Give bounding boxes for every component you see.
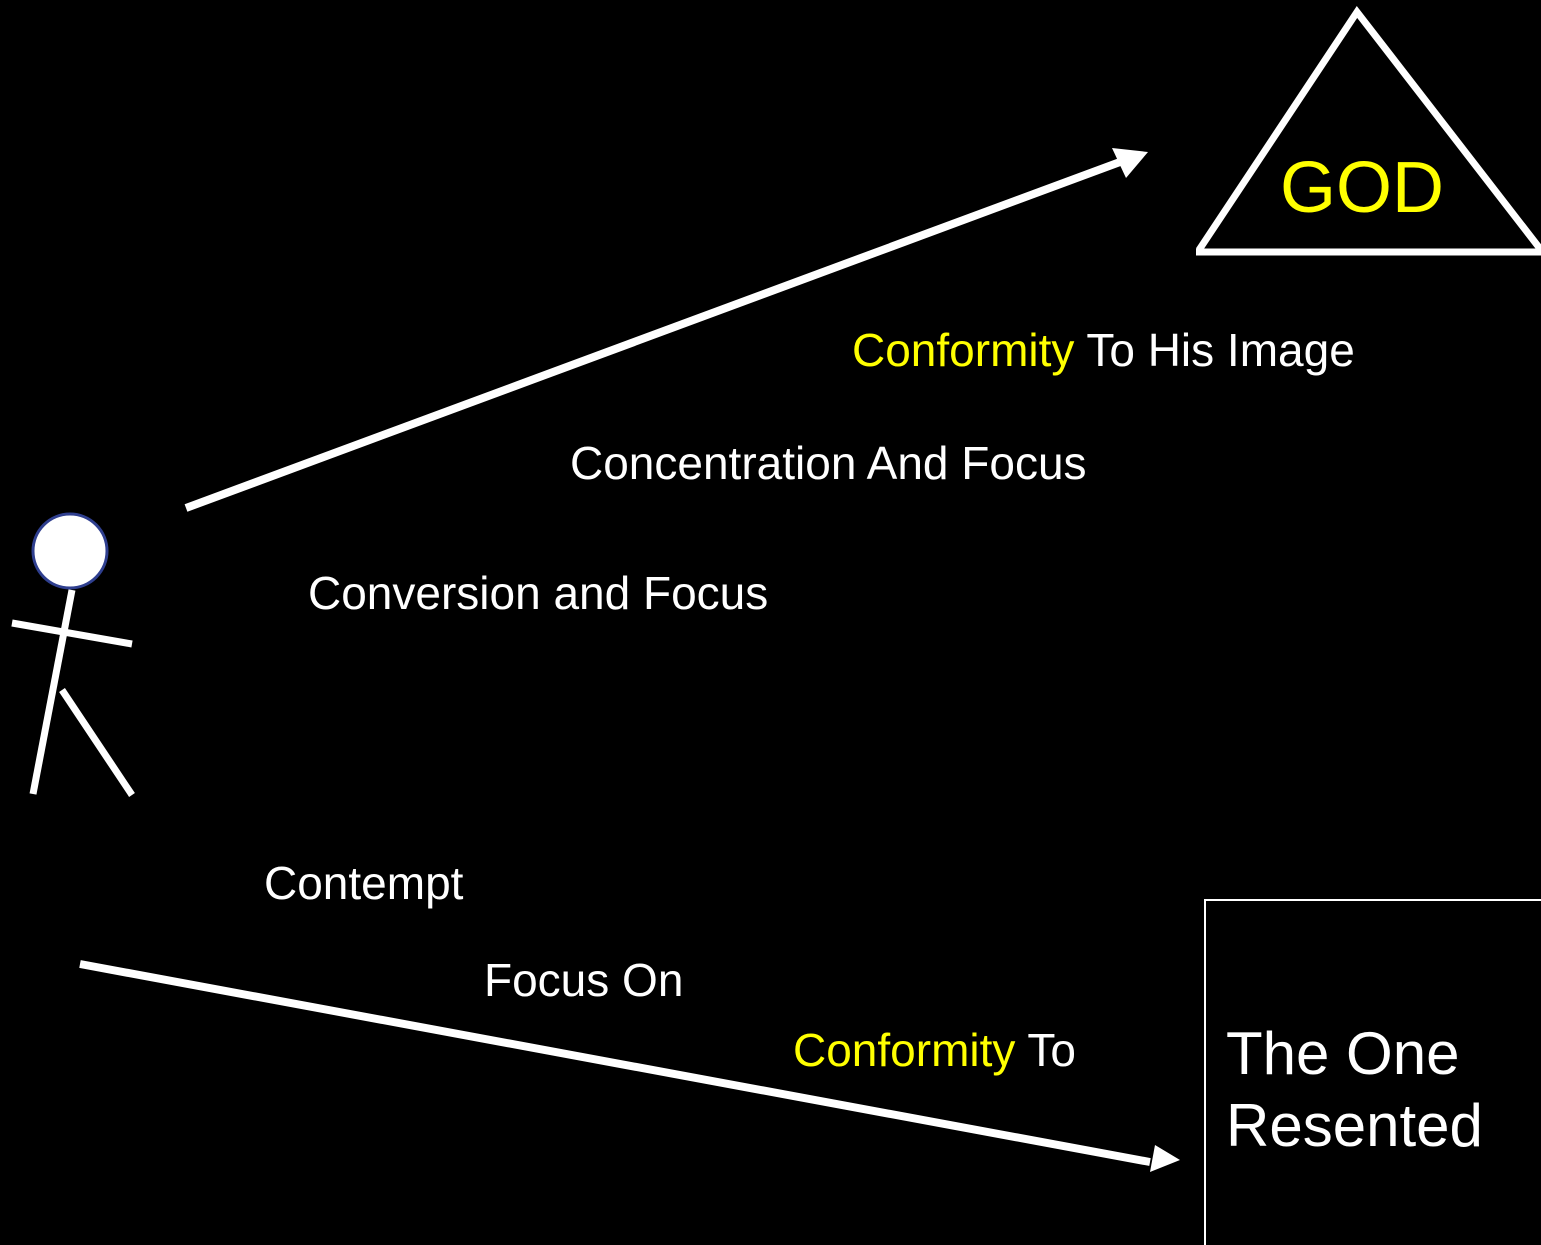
concentration-and-focus-label: Concentration And Focus [570, 437, 1087, 489]
downward-arrow-head [1150, 1145, 1180, 1172]
downward-arrow-line [79, 960, 1151, 1166]
to-text: To [1015, 1024, 1076, 1076]
focus-on-label: Focus On [484, 954, 684, 1006]
stick-figure-arms [11, 619, 133, 648]
conformity-to-his-image-label: Conformity To His Image [852, 327, 1355, 373]
resented-line-2: Resented [1226, 1092, 1483, 1159]
stick-figure-leg [59, 688, 135, 797]
contempt-label: Contempt [264, 857, 464, 909]
conformity-word-bottom: Conformity [793, 1024, 1016, 1076]
the-one-resented-label: The One Resented [1226, 1018, 1483, 1162]
god-label: GOD [1280, 148, 1445, 228]
upward-arrow-head [1112, 148, 1148, 178]
upward-arrow-line [184, 158, 1122, 512]
resented-line-1: The One [1226, 1020, 1460, 1087]
conformity-to-label: Conformity To [793, 1027, 1076, 1073]
stick-figure-head [31, 512, 109, 590]
resented-box [1204, 899, 1541, 1245]
conversion-and-focus-label: Conversion and Focus [308, 567, 769, 619]
stick-figure-body [29, 589, 76, 795]
to-his-image-text: To His Image [1074, 324, 1355, 376]
conformity-word: Conformity [852, 324, 1075, 376]
god-triangle [1196, 5, 1541, 253]
